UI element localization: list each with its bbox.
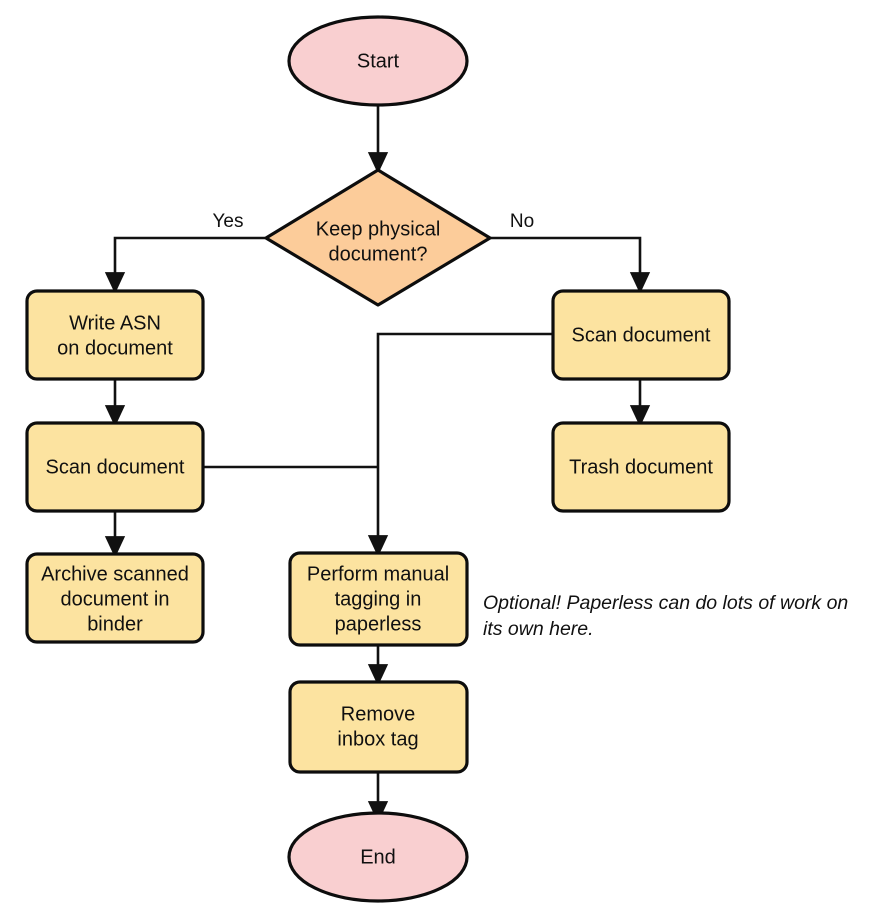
- decision-label-line2: document?: [329, 243, 428, 265]
- node-write-asn-on-document[interactable]: Write ASN on document: [25, 289, 205, 381]
- archive-label-line1: Archive scanned: [41, 563, 189, 585]
- trash-box: [551, 421, 731, 513]
- remove-inbox-box: [288, 680, 469, 774]
- edge-scan-right-to-tagging: [367, 332, 553, 557]
- archive-box: [25, 552, 205, 644]
- start-ellipse: [287, 15, 469, 107]
- node-end[interactable]: End: [287, 811, 469, 903]
- edge-label-yes: Yes: [213, 211, 244, 232]
- write-asn-label-line1: Write ASN: [69, 312, 161, 334]
- edge-decision-yes-to-write-asn: [104, 236, 265, 294]
- node-scan-document-right[interactable]: Scan document: [551, 289, 731, 381]
- node-decision-keep-physical-document[interactable]: Keep physical document?: [264, 168, 492, 307]
- remove-inbox-label-line1: Remove: [341, 703, 415, 725]
- tagging-label-line2: tagging in: [335, 588, 422, 610]
- tagging-box: [288, 551, 469, 647]
- archive-label-line3: binder: [87, 613, 143, 635]
- scan-right-box: [551, 289, 731, 381]
- node-archive-scanned-document[interactable]: Archive scanned document in binder: [25, 552, 205, 644]
- archive-label-line2: document in: [61, 588, 170, 610]
- write-asn-box: [25, 289, 205, 381]
- node-trash-document[interactable]: Trash document: [551, 421, 731, 513]
- edge-decision-no-to-scan-right: [490, 236, 651, 294]
- scan-left-label: Scan document: [46, 456, 185, 478]
- annotation-line2: its own here.: [483, 618, 594, 640]
- node-scan-document-left[interactable]: Scan document: [25, 421, 205, 513]
- start-label: Start: [357, 50, 400, 72]
- scan-right-label: Scan document: [572, 324, 711, 346]
- remove-inbox-label-line2: inbox tag: [337, 728, 418, 750]
- annotation-line1: Optional! Paperless can do lots of work …: [483, 592, 848, 614]
- end-ellipse: [287, 811, 469, 903]
- node-perform-manual-tagging[interactable]: Perform manual tagging in paperless: [288, 551, 469, 647]
- edge-label-no: No: [510, 211, 534, 232]
- node-start[interactable]: Start: [287, 15, 469, 107]
- decision-diamond: [264, 168, 492, 307]
- decision-label-line1: Keep physical: [316, 218, 441, 240]
- scan-left-box: [25, 421, 205, 513]
- node-remove-inbox-tag[interactable]: Remove inbox tag: [288, 680, 469, 774]
- end-label: End: [360, 846, 396, 868]
- write-asn-label-line2: on document: [57, 337, 173, 359]
- trash-label: Trash document: [569, 456, 713, 478]
- annotation-note: Optional! Paperless can do lots of work …: [483, 592, 848, 640]
- tagging-label-line1: Perform manual: [307, 563, 449, 585]
- tagging-label-line3: paperless: [335, 613, 422, 635]
